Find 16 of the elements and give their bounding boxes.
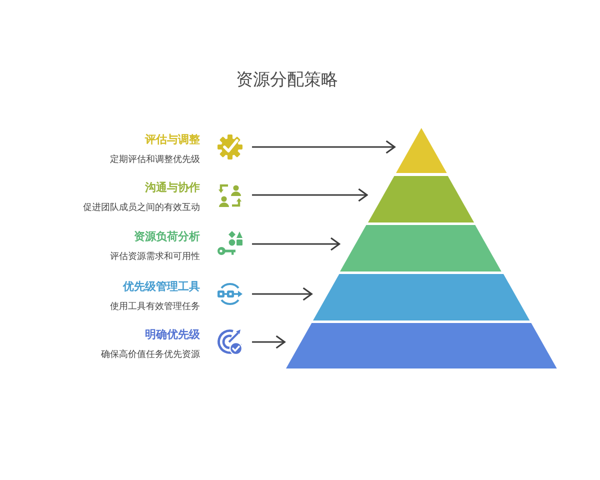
diagram-title: 资源分配策略 <box>236 69 338 91</box>
item-description: 促进团队成员之间的有效互动 <box>83 202 200 215</box>
item-title: 沟通与协作 <box>145 181 200 195</box>
arrow <box>252 287 312 301</box>
item-description: 定期评估和调整优先级 <box>110 154 200 167</box>
item-description: 评估资源需求和可用性 <box>110 250 200 264</box>
arrow <box>252 335 286 349</box>
item-title: 优先级管理工具 <box>123 280 200 294</box>
item-title: 评估与调整 <box>145 133 200 147</box>
arrow <box>252 140 396 154</box>
item-title: 资源负荷分析 <box>134 230 200 244</box>
item-title: 明确优先级 <box>145 328 200 342</box>
item-description: 使用工具有效管理任务 <box>110 300 200 314</box>
arrow <box>252 188 368 202</box>
arrow <box>252 237 340 251</box>
item-description: 确保高价值任务优先资源 <box>101 348 200 362</box>
